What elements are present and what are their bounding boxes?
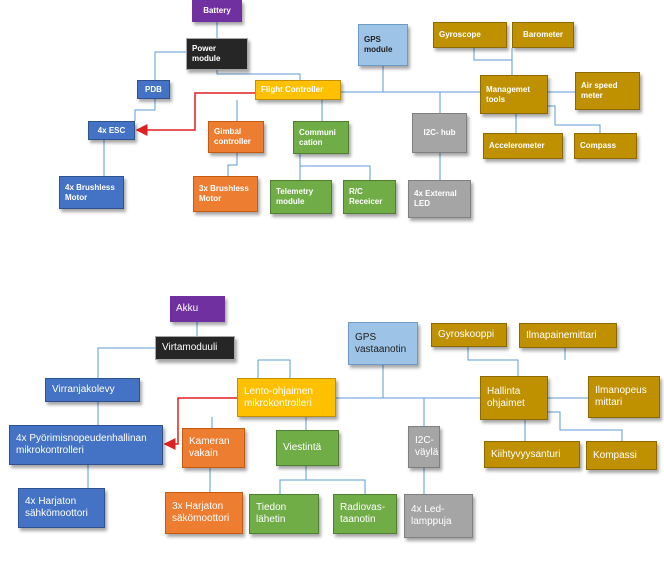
radiovastaanotin-node: Radiovas- taanotin — [333, 494, 397, 534]
compass-node: Compass — [574, 133, 637, 159]
virtamoduuli-label: Virtamoduuli — [162, 342, 218, 353]
virranjakolevy-node: Virranjakolevy — [45, 378, 140, 402]
pyorimisnopeus-label: 4x Pyörimisnopeudenhallinan mikrokontrol… — [16, 433, 147, 456]
tiedon-lahetin-label: Tiedon lähetin — [256, 502, 287, 525]
pdb-label: PDB — [145, 84, 162, 94]
pyorimisnopeus-node: 4x Pyörimisnopeudenhallinan mikrokontrol… — [9, 425, 163, 465]
compass-label: Compass — [580, 141, 617, 150]
lento-ohjain-node: Lento-ohjaimen mikrokontrolleri — [237, 378, 336, 417]
ilmanopeus-mittari-node: Ilmanopeus mittari — [588, 376, 660, 418]
gps-module-node: GPS module — [358, 24, 408, 66]
air-speed-meter-node: Air speed meter — [575, 72, 640, 110]
accelerometer-node: Accelerometer — [483, 133, 563, 159]
esc-node: 4x ESC — [88, 121, 135, 140]
brushless-motor-label: 4x Brushless Motor — [65, 182, 115, 202]
external-led-node: 4x External LED — [408, 180, 471, 218]
telemetry-module-node: Telemetry module — [270, 180, 332, 214]
akku-node: Akku — [170, 296, 225, 322]
telemetry-module-label: Telemetry module — [276, 187, 314, 206]
finnish-arrow — [163, 397, 237, 450]
accelerometer-label: Accelerometer — [489, 141, 545, 150]
harjaton-moottori-label: 4x Harjaton sähkömoottori — [25, 496, 88, 519]
led-lamppuja-node: 4x Led- lamppuja — [404, 494, 473, 538]
gimbal-controller-node: Gimbal controller — [208, 121, 264, 153]
communication-node: Communi cation — [293, 121, 349, 154]
gps-module-label: GPS module — [364, 35, 393, 54]
kiihtyvyysanturi-label: Kiihtyvyysanturi — [491, 448, 561, 460]
gps-vastaanotin-node: GPS vastaanotin — [348, 322, 418, 365]
flight-controller-node: Flight Controller — [255, 80, 341, 100]
tiedon-lahetin-node: Tiedon lähetin — [249, 494, 319, 534]
esc-label: 4x ESC — [97, 125, 126, 135]
radiovastaanotin-label: Radiovas- taanotin — [340, 502, 386, 525]
battery-label: Battery — [203, 6, 231, 15]
gimbal-controller-label: Gimbal controller — [214, 127, 251, 146]
ilmapainemittari-label: Ilmapainemittari — [526, 329, 597, 341]
i2c-hub-node: I2C- hub — [412, 113, 467, 153]
hallinta-ohjaimet-node: Hallinta ohjaimet — [480, 376, 548, 420]
i2c-hub-label: I2C- hub — [423, 128, 456, 137]
barometer-label: Barometer — [522, 30, 563, 39]
english-arrow — [135, 92, 255, 136]
communication-label: Communi cation — [299, 127, 336, 147]
barometer-node: Barometer — [512, 22, 574, 48]
kameran-vakain-node: Kameran vakain — [182, 428, 245, 468]
kiihtyvyysanturi-node: Kiihtyvyysanturi — [484, 441, 580, 468]
brushless-motor-3x-node: 3x Brushless Motor — [193, 176, 258, 212]
led-lamppuja-label: 4x Led- lamppuja — [411, 504, 452, 527]
gyroskooppi-node: Gyroskooppi — [431, 323, 507, 347]
harjaton-3x-node: 3x Harjaton säkömoottori — [165, 492, 243, 534]
battery-node: Battery — [192, 0, 242, 22]
virtamoduuli-node: Virtamoduuli — [155, 336, 235, 360]
brushless-motor-3x-label: 3x Brushless Motor — [199, 184, 249, 203]
external-led-label: 4x External LED — [414, 189, 457, 208]
hallinta-ohjaimet-label: Hallinta ohjaimet — [487, 386, 525, 409]
i2c-vayla-label: I2C- väylä — [415, 435, 439, 458]
pdb-node: PDB — [137, 80, 170, 99]
gyroscope-node: Gyroscope — [433, 22, 507, 48]
gyroscope-label: Gyroscope — [439, 30, 481, 39]
rc-receiver-label: R/C Receicer — [349, 187, 383, 206]
viestinta-node: Viestintä — [276, 430, 339, 466]
harjaton-3x-label: 3x Harjaton säkömoottori — [172, 501, 230, 524]
management-tools-node: Managemet tools — [480, 75, 548, 114]
gps-vastaanotin-label: GPS vastaanotin — [355, 331, 407, 355]
kompassi-node: Kompassi — [586, 441, 657, 470]
finnish-connectors — [87, 322, 623, 494]
i2c-vayla-node: I2C- väylä — [408, 426, 440, 468]
power-module-node: Power module — [186, 38, 248, 70]
kompassi-label: Kompassi — [593, 449, 637, 461]
akku-label: Akku — [176, 303, 199, 314]
kameran-vakain-label: Kameran vakain — [189, 436, 230, 459]
gyroskooppi-label: Gyroskooppi — [438, 329, 495, 340]
rc-receiver-node: R/C Receicer — [343, 180, 396, 214]
harjaton-moottori-node: 4x Harjaton sähkömoottori — [18, 488, 105, 528]
power-module-label: Power module — [192, 44, 221, 63]
virranjakolevy-label: Virranjakolevy — [52, 384, 115, 395]
flight-controller-label: Flight Controller — [261, 85, 324, 94]
viestinta-label: Viestintä — [283, 442, 322, 453]
ilmanopeus-mittari-label: Ilmanopeus mittari — [595, 385, 647, 408]
ilmapainemittari-node: Ilmapainemittari — [519, 323, 617, 348]
lento-ohjain-label: Lento-ohjaimen mikrokontrolleri — [244, 385, 313, 409]
english-connectors — [103, 22, 601, 180]
management-tools-label: Managemet tools — [486, 84, 531, 104]
brushless-motor-node: 4x Brushless Motor — [59, 176, 124, 209]
air-speed-meter-label: Air speed meter — [581, 81, 618, 100]
